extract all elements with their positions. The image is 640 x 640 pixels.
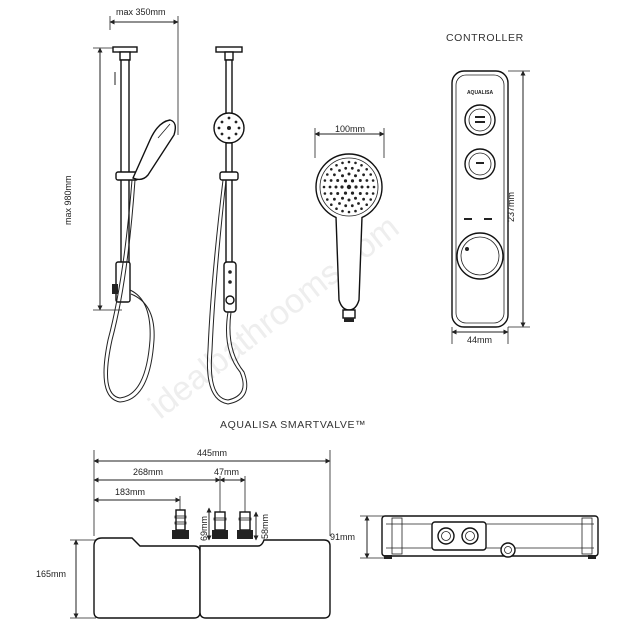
nozzle xyxy=(360,164,363,167)
nozzle xyxy=(358,179,362,182)
nozzle xyxy=(344,166,348,170)
nozzle xyxy=(354,185,358,189)
valve-heading: AQUALISA SMARTVALVE™ xyxy=(220,419,366,431)
nozzle xyxy=(338,202,341,205)
nozzle xyxy=(357,202,360,205)
nozzle xyxy=(354,174,357,178)
valve-outlet xyxy=(172,509,189,539)
nozzle xyxy=(371,192,375,195)
nozzle xyxy=(347,160,351,164)
nozzle xyxy=(350,204,354,208)
nozzle xyxy=(341,174,344,178)
nozzle xyxy=(336,179,340,182)
nozzle xyxy=(322,185,326,189)
nozzle xyxy=(338,169,341,172)
nozzle xyxy=(326,173,329,176)
nozzle xyxy=(369,198,373,201)
dim-valve-height: 165mm xyxy=(36,569,66,579)
dim-controller-height: 237mm xyxy=(506,192,516,222)
nozzle xyxy=(358,192,362,195)
dim-head-width: 100mm xyxy=(335,124,365,134)
nozzle xyxy=(365,203,369,206)
nozzle xyxy=(330,203,333,206)
nozzle xyxy=(341,209,344,213)
front-head-nozzles xyxy=(217,116,241,140)
nozzle xyxy=(357,169,360,172)
riser-kit-side-view: max 350mm max 980mm xyxy=(63,7,179,403)
watermark: idealbathrooms.com xyxy=(142,208,407,426)
nozzle xyxy=(365,168,369,171)
controller: AQUALISA 237mm 44mm xyxy=(451,70,530,345)
nozzle xyxy=(362,197,365,201)
nozzle xyxy=(335,207,338,210)
nozzle xyxy=(340,185,344,189)
nozzle xyxy=(329,179,333,182)
nozzle xyxy=(354,196,357,200)
nozzle xyxy=(354,161,357,165)
nozzle xyxy=(347,210,351,214)
nozzle xyxy=(336,192,340,195)
nozzle xyxy=(360,207,363,210)
smartvalve-front-view: 445mm 268mm 47mm 183mm 69mm 58mm 165mm xyxy=(36,448,331,619)
nozzle xyxy=(350,166,354,170)
dim-valve-58: 58mm xyxy=(260,514,270,539)
dim-max-width: max 350mm xyxy=(116,7,166,17)
nozzle xyxy=(346,184,352,190)
hand-shower: 100mm xyxy=(314,124,385,322)
nozzle xyxy=(369,173,373,176)
nozzle xyxy=(328,185,332,189)
dim-max-height: max 980mm xyxy=(63,175,73,225)
dim-valve-268: 268mm xyxy=(133,467,163,477)
nozzle xyxy=(323,179,327,182)
controller-logo: AQUALISA xyxy=(467,90,494,96)
nozzle xyxy=(365,179,369,182)
dim-valve-183: 183mm xyxy=(115,487,145,497)
nozzle xyxy=(362,173,365,177)
nozzle xyxy=(344,204,348,208)
controller-heading: CONTROLLER xyxy=(446,32,524,44)
nozzle xyxy=(330,168,333,171)
valve-inlet-1 xyxy=(212,511,228,539)
nozzle xyxy=(329,192,333,195)
smartvalve-side-view: 91mm xyxy=(330,515,599,559)
nozzle xyxy=(365,192,369,195)
nozzle xyxy=(350,191,355,195)
nozzle xyxy=(350,179,355,183)
dim-valve-69: 69mm xyxy=(199,516,209,541)
nozzle xyxy=(323,192,327,195)
nozzle xyxy=(334,185,338,189)
nozzle xyxy=(360,185,364,189)
nozzle xyxy=(333,197,336,201)
dim-controller-width: 44mm xyxy=(467,335,492,345)
nozzle xyxy=(343,179,348,183)
nozzle xyxy=(341,196,344,200)
dim-valve-pitch: 47mm xyxy=(214,467,239,477)
dim-valve-width: 445mm xyxy=(197,448,227,458)
nozzle xyxy=(347,198,351,202)
nozzle xyxy=(354,209,357,213)
hand-shower-nozzles xyxy=(322,160,376,214)
dim-valve-depth: 91mm xyxy=(330,532,355,542)
nozzle xyxy=(326,198,329,201)
nozzle xyxy=(341,161,344,165)
nozzle xyxy=(333,173,336,177)
nozzle xyxy=(366,185,370,189)
nozzle xyxy=(371,179,375,182)
nozzle xyxy=(335,164,338,167)
nozzle xyxy=(347,172,351,176)
nozzle xyxy=(372,185,376,189)
nozzle xyxy=(343,191,348,195)
riser-kit-front-view xyxy=(206,46,248,405)
valve-inlet-2 xyxy=(237,511,253,539)
